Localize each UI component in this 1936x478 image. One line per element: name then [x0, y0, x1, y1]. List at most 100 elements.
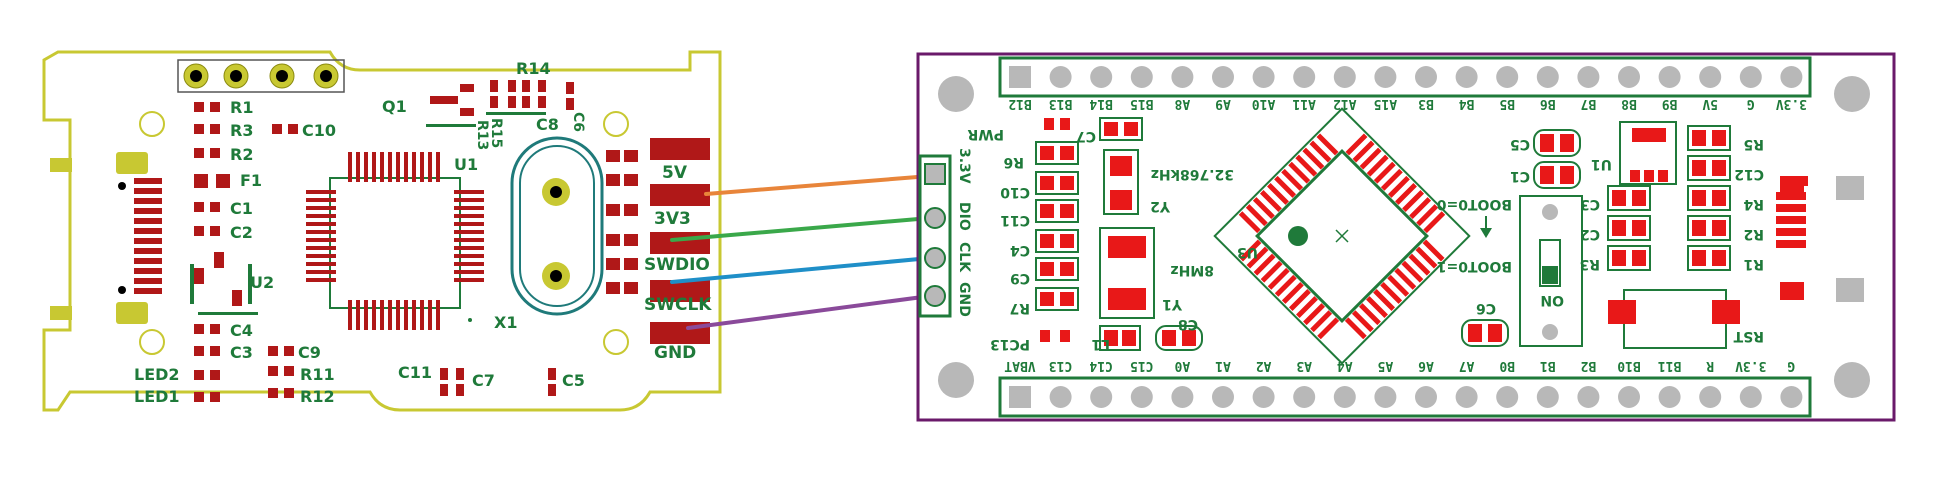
reset-button[interactable] [1623, 289, 1727, 349]
ref-r3: R3 [230, 121, 253, 140]
swd-label-clk: CLK [956, 242, 972, 273]
top-pin-hole [1739, 66, 1762, 88]
wire-gnd-to-gnd [686, 294, 932, 330]
top-pin-hole [1252, 66, 1275, 88]
rb-ref-y1val: 8MHz [1170, 262, 1214, 278]
u3-pin [1395, 182, 1417, 205]
top-pin-label: B3 [1418, 96, 1434, 111]
ref-c11: C11 [398, 363, 432, 382]
rb-ref-r1: R1 [1743, 256, 1764, 272]
swd-pads [650, 138, 710, 344]
u3-pin [1408, 253, 1431, 276]
swd-label-3v3: 3.3V [956, 148, 972, 184]
bottom-pin-hole [1780, 386, 1803, 408]
top-pin-hole [1455, 66, 1478, 88]
top-pin-label: B5 [1499, 96, 1515, 111]
rb-ref-u3: U3 [1237, 244, 1258, 260]
rb-ref-c10: C10 [1000, 184, 1030, 200]
bottom-pin-holes [1009, 386, 1803, 408]
top-pin-label: 3.3V [1776, 96, 1807, 111]
top-pin-hole [1090, 66, 1113, 88]
u3-pin [1358, 303, 1381, 326]
top-pin-header [998, 56, 1812, 98]
bottom-pin-header [998, 376, 1812, 418]
rb-ref-r6: R6 [1003, 154, 1024, 170]
u3-pin [1352, 140, 1375, 163]
bottom-pin-hole [1130, 386, 1153, 408]
top-pin-hole [1577, 66, 1600, 88]
swd-label-gnd: GND [956, 282, 972, 317]
bottom-pin-hole [1415, 386, 1437, 408]
bottom-pin-hole [1049, 386, 1072, 408]
ref-q1: Q1 [382, 97, 407, 116]
ref-c9: C9 [298, 343, 321, 362]
bottom-pin-label: B10 [1617, 358, 1641, 373]
u3-pin [1359, 147, 1382, 170]
swd-pin-1 [924, 163, 946, 185]
u3-pin [1260, 260, 1283, 283]
bottom-pin-label: 3.3V [1735, 358, 1766, 373]
rb-ref-c1: C1 [1510, 168, 1530, 184]
u3-pin [1295, 154, 1318, 177]
ref-r13: R13 [474, 120, 490, 150]
mount-hole [603, 111, 629, 137]
top-pin-label: A12 [1333, 96, 1356, 111]
ref-c1: C1 [230, 199, 253, 218]
ref-c10: C10 [302, 121, 336, 140]
top-pin-label: G [1747, 96, 1755, 111]
ref-c2: C2 [230, 223, 253, 242]
u3-pin [1288, 289, 1311, 311]
bottom-pin-label: A2 [1256, 358, 1272, 373]
top-pin-label: B13 [1049, 96, 1072, 111]
ref-u2: U2 [250, 273, 274, 292]
rb-ref-c6: C6 [1476, 300, 1496, 316]
rb-ref-c3: C3 [1580, 196, 1600, 212]
rb-ref-c5: C5 [1510, 136, 1530, 152]
bottom-pin-hole [1455, 386, 1478, 408]
u3-pin [1416, 204, 1439, 227]
rb-ref-r3: R3 [1579, 256, 1600, 272]
swd-pin-2 [924, 207, 946, 229]
u3-pin [1259, 190, 1282, 212]
usb-shield [116, 302, 148, 324]
u3-pin [1394, 267, 1417, 290]
u3-pin [1267, 267, 1290, 290]
top-pin-hole [1415, 66, 1437, 88]
pad-label-gnd: GND [654, 343, 696, 363]
bottom-pin-label: A0 [1174, 358, 1190, 373]
rb-ref-y2: Y2 [1150, 198, 1171, 214]
u3-pin [1281, 281, 1304, 304]
rb-ref-boot0: BOOT0=0 [1437, 196, 1512, 212]
u3-pin [1252, 197, 1275, 220]
top-pin-label: 5V [1702, 96, 1718, 111]
swd-pin-3 [924, 247, 946, 269]
u3-pin [1402, 190, 1425, 212]
usb-tab [50, 306, 72, 320]
u3-pin [1316, 133, 1339, 156]
u3-pin [1267, 182, 1289, 205]
mcu-u1-pins [306, 152, 484, 330]
u3-pin [1422, 239, 1445, 262]
u3-pin [1401, 260, 1424, 283]
mount-hole [139, 111, 165, 137]
top-pin-label: B12 [1008, 96, 1031, 111]
top-pin-label: B8 [1621, 96, 1637, 111]
left-board: R1 R3 R2 C10 F1 C1 C2 U2 C4 C3 C9 R11 R1… [42, 50, 722, 412]
crystal-x1 [510, 136, 604, 316]
u3-pin [1245, 204, 1268, 227]
u3-pin [1351, 310, 1374, 333]
top-pin-label: A10 [1252, 96, 1276, 111]
usb-pins [134, 178, 162, 294]
ref-c4: C4 [230, 321, 253, 340]
ref-x1: X1 [494, 313, 517, 332]
bottom-pin-hole [1536, 386, 1559, 408]
top-pin-hole [1618, 66, 1640, 88]
u3-pin [1344, 317, 1367, 340]
bottom-pin-label: G [1787, 358, 1795, 373]
top-pin-label: B15 [1130, 96, 1153, 111]
mcu-u1 [329, 177, 461, 309]
u3-pin [1409, 197, 1432, 220]
bottom-pin-label: B0 [1499, 358, 1515, 373]
u3-pin [1246, 246, 1269, 269]
bottom-pin-hole [1699, 386, 1722, 408]
